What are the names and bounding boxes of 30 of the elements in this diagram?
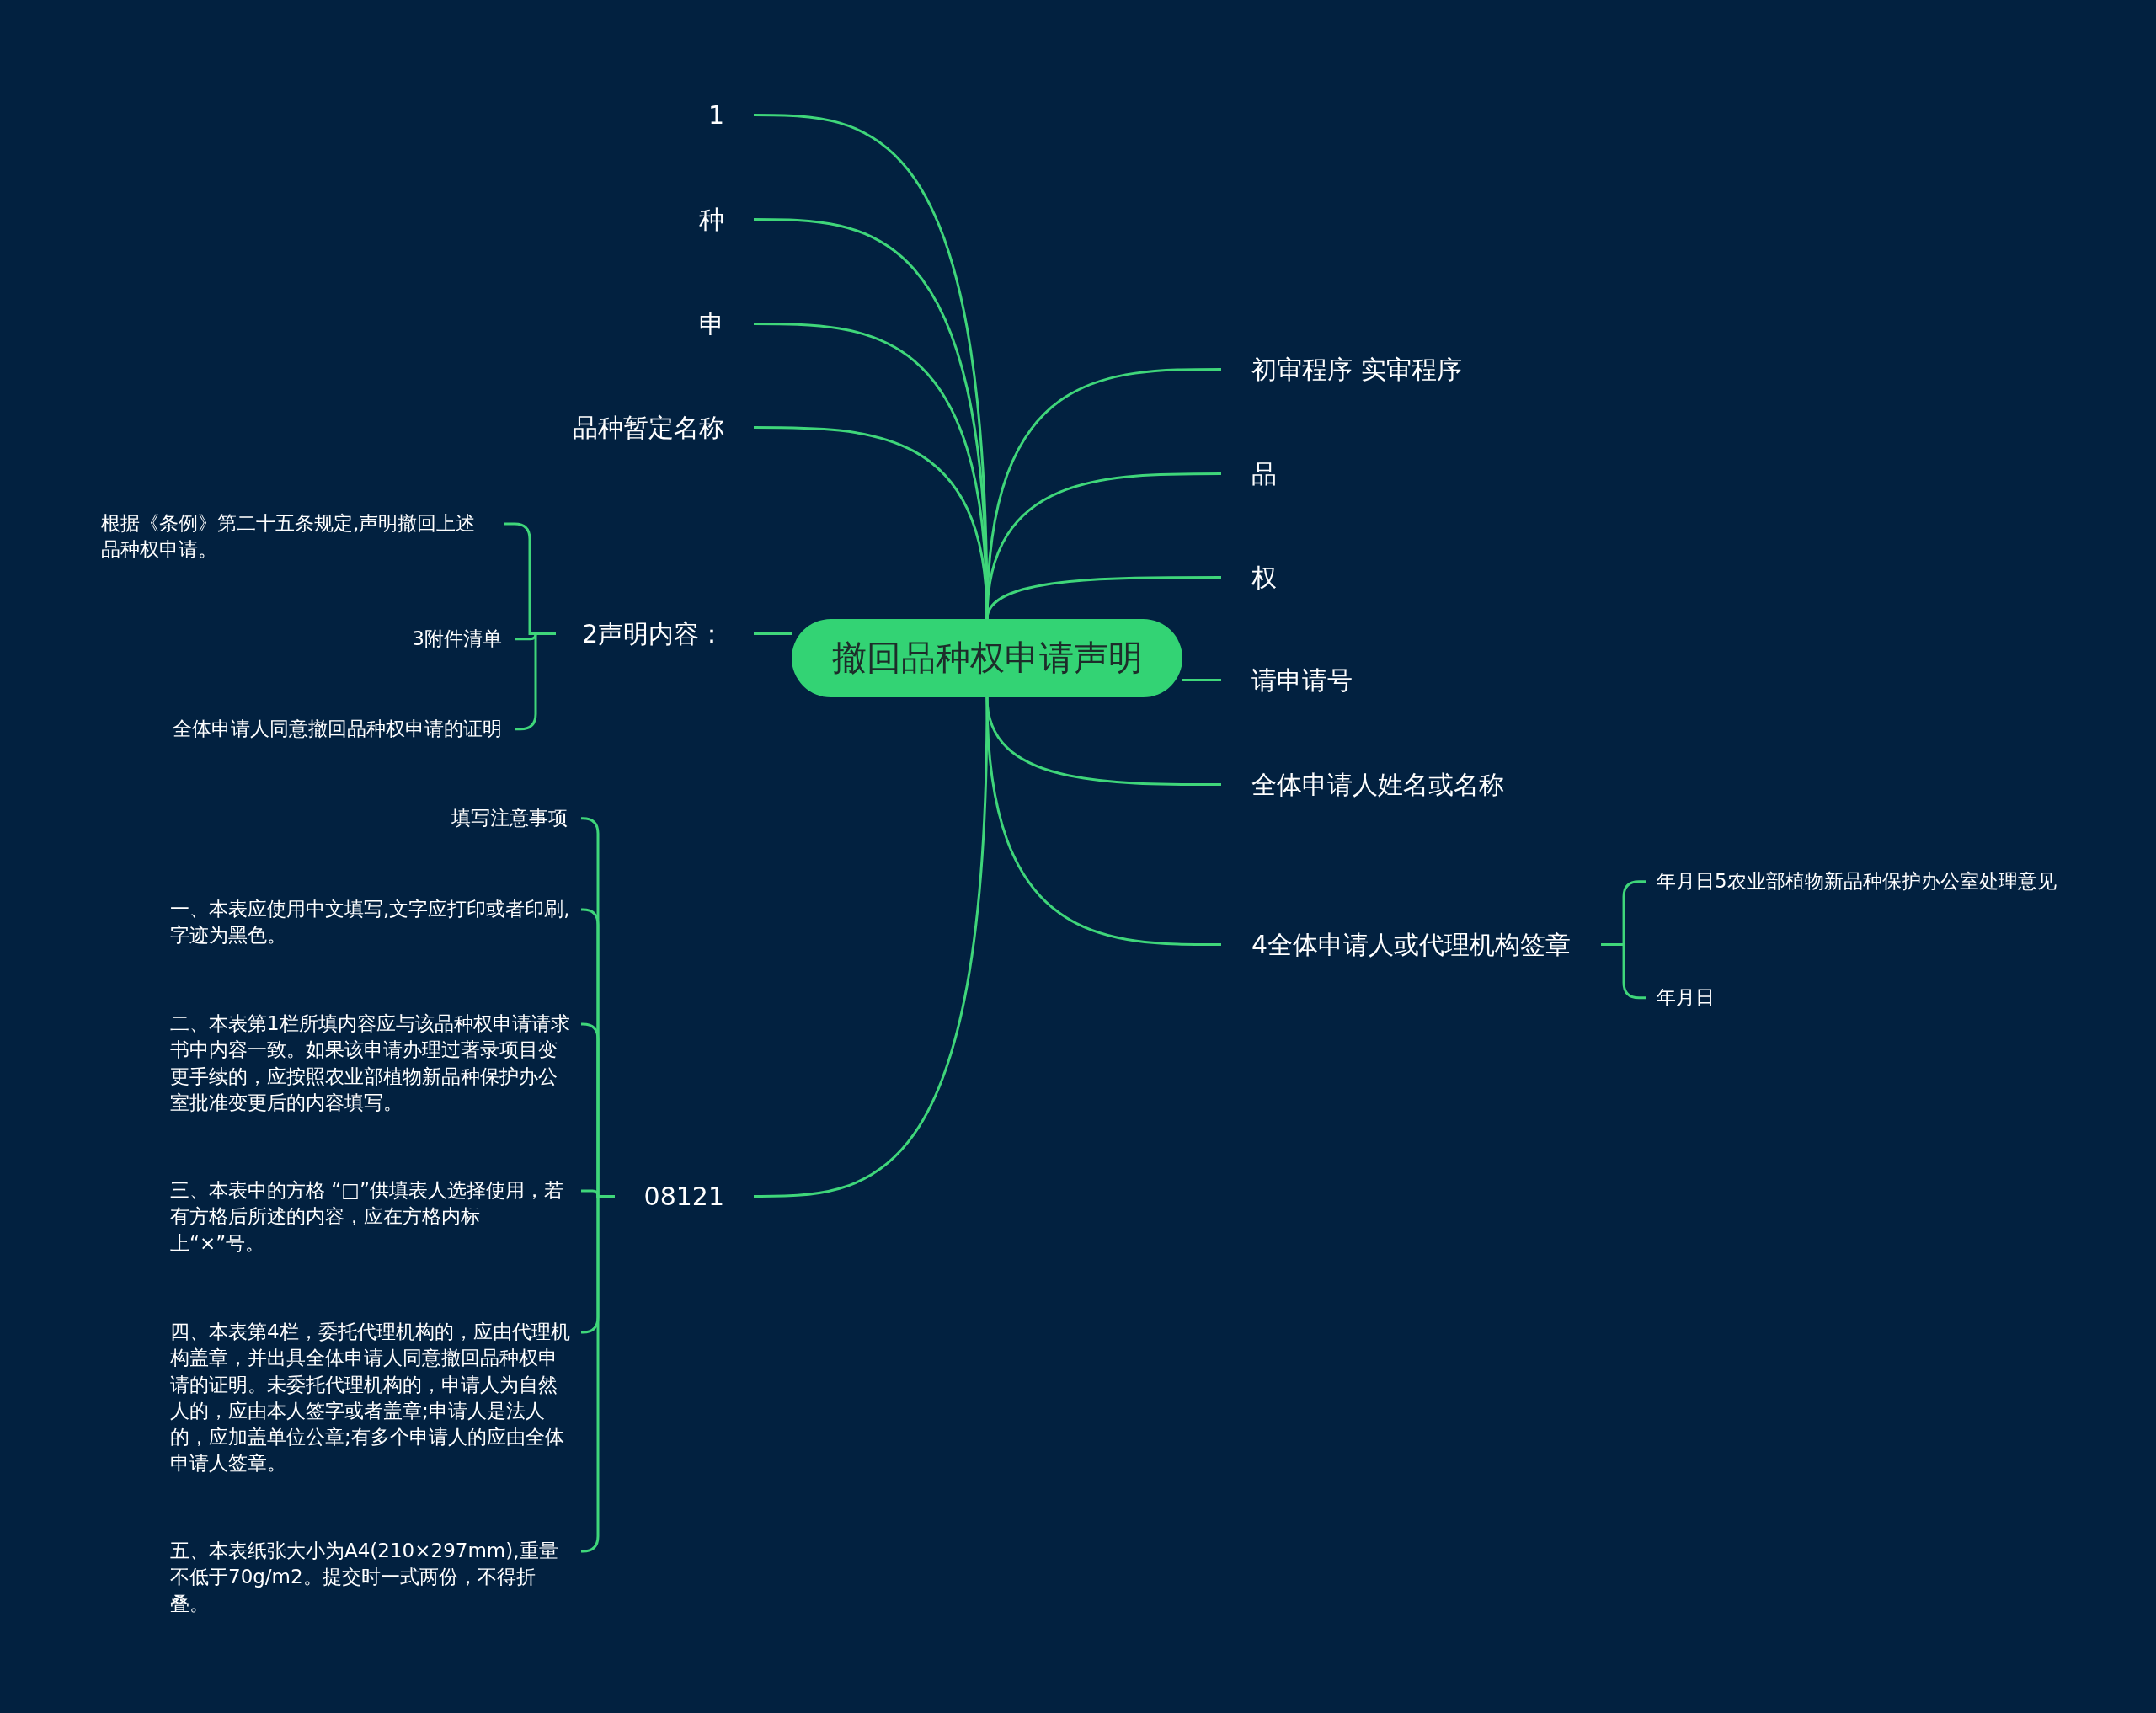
branch-topic: 1 bbox=[505, 96, 754, 134]
subtopic-text: 一、本表应使用中文填写,文字应打印或者印刷,字迹为黑色。 bbox=[160, 896, 581, 949]
branch-topic: 初审程序 实审程序 bbox=[1221, 350, 1462, 388]
branch-topic: 品 bbox=[1221, 455, 1277, 493]
subtopic-text: 四、本表第4栏，委托代理机构的，应由代理机构盖章，并出具全体申请人同意撤回品种权申请的证明。未委托代理机构的，申请人为自然人的，应由本人签字或者盖章;申请人是法人的，应加盖单位公章;有多个申请人的应由全体申请人签章。 bbox=[160, 1319, 581, 1477]
connector-line bbox=[1182, 679, 1221, 681]
connector-line bbox=[985, 472, 1221, 620]
branch-topic: 全体申请人姓名或名称 bbox=[1221, 766, 1504, 803]
subtopic-text: 五、本表纸张大小为A4(210×297mm),重量不低于70g/m2。提交时一式两份，不得折叠。 bbox=[160, 1538, 581, 1617]
subtopic-text: 全体申请人同意撤回品种权申请的证明 bbox=[84, 716, 515, 743]
connector-line bbox=[985, 696, 1221, 946]
subtopic-text: 根据《条例》第二十五条规定,声明撤回上述品种权申请。 bbox=[91, 510, 504, 563]
subtopic-text: 二、本表第1栏所填内容应与该品种权申请请求书中内容一致。如果该申请办理过著录项目变更手续的，应按照农业部植物新品种保护办公室批准变更后的内容填写。 bbox=[160, 1011, 581, 1117]
connector-line bbox=[754, 426, 989, 620]
subtopic-text: 三、本表中的方格 “□”供填表人选择使用，若有方格后所述的内容，应在方格内标上“×”号。 bbox=[160, 1177, 581, 1257]
branch-topic: 种 bbox=[505, 200, 754, 238]
connector-line bbox=[754, 696, 989, 1198]
subtopic-text: 年月日5农业部植物新品种保护办公室处理意见 bbox=[1646, 868, 2068, 895]
branch-topic: 08121 bbox=[615, 1177, 754, 1215]
central-topic: 撤回品种权申请声明 bbox=[792, 619, 1182, 697]
branch-topic: 品种暂定名称 bbox=[505, 408, 754, 446]
branch-topic: 权 bbox=[1221, 558, 1277, 596]
connector-line bbox=[754, 632, 792, 635]
branch-topic: 2声明内容： bbox=[556, 615, 754, 653]
branch-topic: 请申请号 bbox=[1221, 661, 1353, 699]
subtopic-text: 填写注意事项 bbox=[320, 805, 581, 832]
subtopic-text: 年月日 bbox=[1646, 985, 1815, 1011]
subtopic-text: 3附件清单 bbox=[337, 626, 515, 653]
branch-topic: 申 bbox=[505, 305, 754, 343]
branch-topic: 4全体申请人或代理机构签章 bbox=[1221, 926, 1602, 963]
